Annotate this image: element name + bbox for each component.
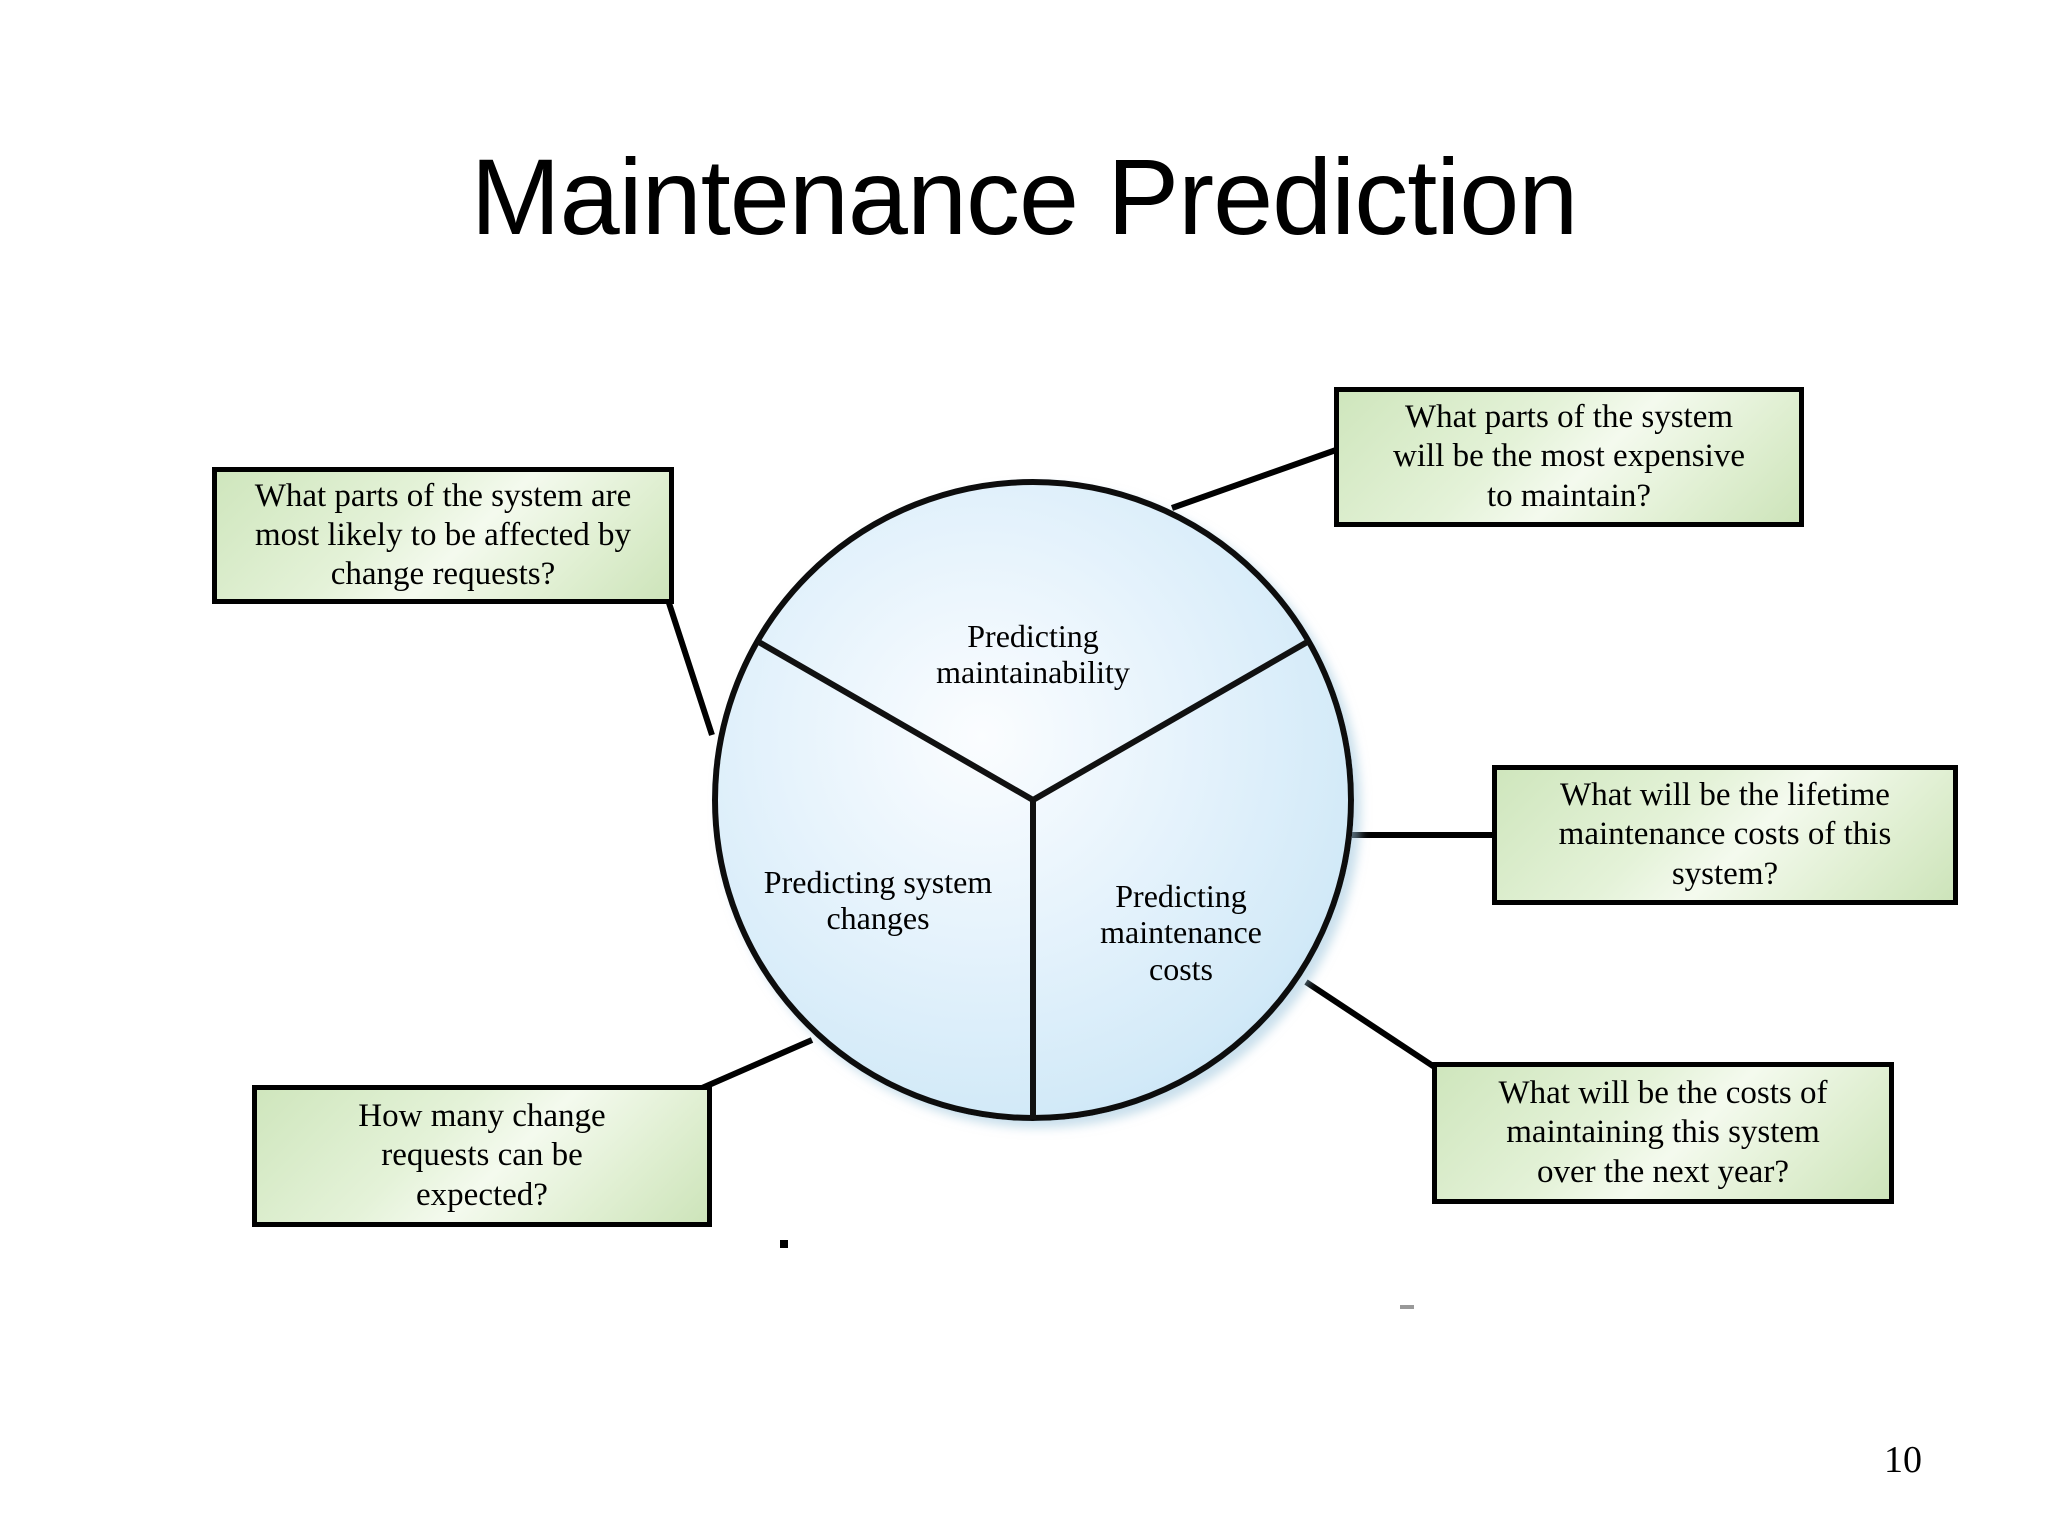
pie-circle: Predicting maintainability Predicting sy…: [711, 478, 1355, 1122]
page-number: 10: [1884, 1439, 1922, 1481]
pie-divider-upper-left: [755, 638, 1035, 803]
callout-box-bottom-left: How many change requests can be expected…: [252, 1085, 712, 1227]
callout-box-top-right: What parts of the system will be the mos…: [1334, 387, 1804, 527]
stray-mark-right: [1400, 1305, 1414, 1309]
pie-circle-svg: [712, 479, 1354, 1121]
pie-divider-upper-right: [1031, 638, 1311, 803]
segment-label-maintenance-costs: Predicting maintenance costs: [1100, 878, 1262, 987]
page-title: Maintenance Prediction: [470, 136, 1579, 257]
stray-mark-left: [780, 1240, 788, 1248]
connector-line-top-left: [665, 599, 715, 736]
callout-box-top-left: What parts of the system are most likely…: [212, 467, 674, 604]
callout-box-bottom-right: What will be the costs of maintaining th…: [1432, 1062, 1894, 1204]
callout-box-right-middle: What will be the lifetime maintenance co…: [1492, 765, 1958, 905]
segment-label-maintainability: Predicting maintainability: [936, 618, 1130, 691]
segment-label-system-changes: Predicting system changes: [763, 864, 993, 937]
